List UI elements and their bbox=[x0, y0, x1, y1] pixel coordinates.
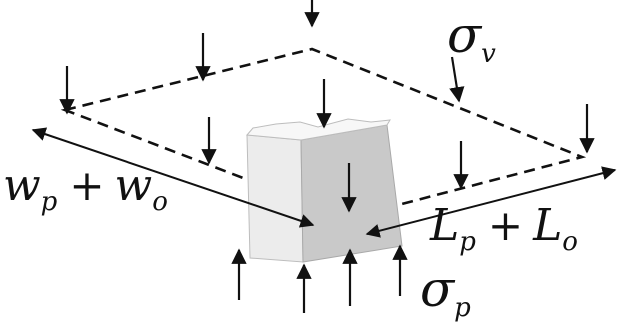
pillar bbox=[245, 118, 403, 263]
pillar-front-face bbox=[246, 134, 304, 263]
pillar-side-face bbox=[300, 124, 403, 263]
sigma-v-label: σv bbox=[447, 6, 496, 69]
length-label: Lp+Lo bbox=[429, 200, 578, 257]
width-label: wp+wo bbox=[3, 160, 168, 217]
sigma-p-label: σp bbox=[420, 260, 471, 323]
down-arrow bbox=[449, 56, 465, 103]
pillar-stress-arrows bbox=[231, 244, 408, 313]
width-dimension-arrow bbox=[31, 127, 315, 228]
length-dimension-arrow bbox=[365, 166, 617, 238]
